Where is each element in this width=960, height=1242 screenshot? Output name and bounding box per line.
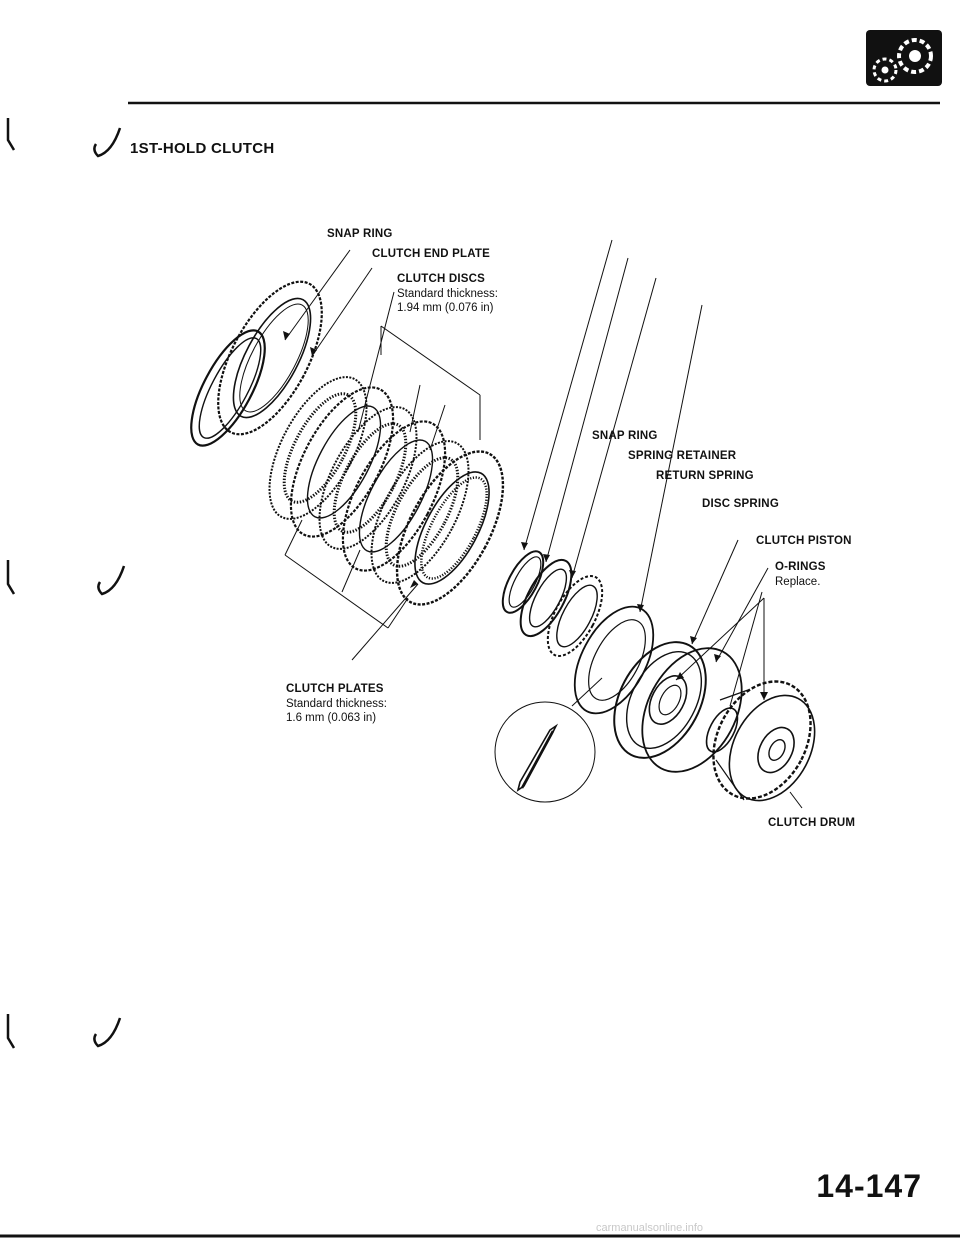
clutch-plate-1	[289, 386, 395, 538]
label-o-rings: O-RINGS	[775, 561, 826, 573]
section-title: 1ST-HOLD CLUTCH	[130, 140, 275, 157]
clutch-plates-thickness-line-2: 1.6 mm (0.063 in)	[286, 712, 377, 724]
leader-lines-right	[523, 239, 803, 809]
clutch-end-plate	[217, 280, 323, 436]
snap-ring-left	[190, 329, 266, 447]
clutch-plate-2	[341, 420, 447, 572]
leader-lines-left	[284, 249, 446, 661]
o-rings	[641, 647, 743, 773]
clutch-plates-thickness-line-1: Standard thickness:	[286, 698, 388, 710]
label-clutch-end-plate: CLUTCH END PLATE	[372, 248, 490, 260]
return-spring	[546, 575, 604, 657]
label-clutch-piston: CLUTCH PISTON	[756, 535, 852, 547]
page-number: 14-147	[816, 1168, 922, 1204]
clutch-discs-thickness-line-1: Standard thickness:	[397, 288, 499, 300]
watermark: carmanualsonline.info	[596, 1222, 704, 1234]
clutch-drum	[712, 680, 816, 802]
margin-marks	[6, 118, 126, 1049]
label-disc-spring: DISC SPRING	[702, 498, 779, 510]
leader-brackets	[284, 325, 481, 629]
disc-spring	[573, 605, 655, 715]
spring-retainer	[519, 558, 573, 638]
label-return-spring: RETURN SPRING	[656, 470, 754, 482]
piston-section-detail	[494, 677, 603, 803]
gear-assembly-icon	[866, 30, 942, 86]
label-clutch-drum: CLUTCH DRUM	[768, 817, 856, 829]
label-spring-retainer: SPRING RETAINER	[628, 450, 737, 462]
label-snap-ring-1: SNAP RING	[327, 228, 393, 240]
label-clutch-discs: CLUTCH DISCS	[397, 273, 486, 285]
clutch-disc-3	[370, 440, 470, 584]
label-clutch-plates: CLUTCH PLATES	[286, 683, 384, 695]
clutch-discs-thickness-line-2: 1.94 mm (0.076 in)	[397, 302, 494, 314]
label-snap-ring-2: SNAP RING	[592, 430, 658, 442]
snap-ring-right	[501, 550, 545, 614]
clutch-plate-3	[395, 450, 505, 606]
clutch-disc-2	[318, 406, 418, 550]
o-rings-note: Replace.	[775, 576, 821, 588]
